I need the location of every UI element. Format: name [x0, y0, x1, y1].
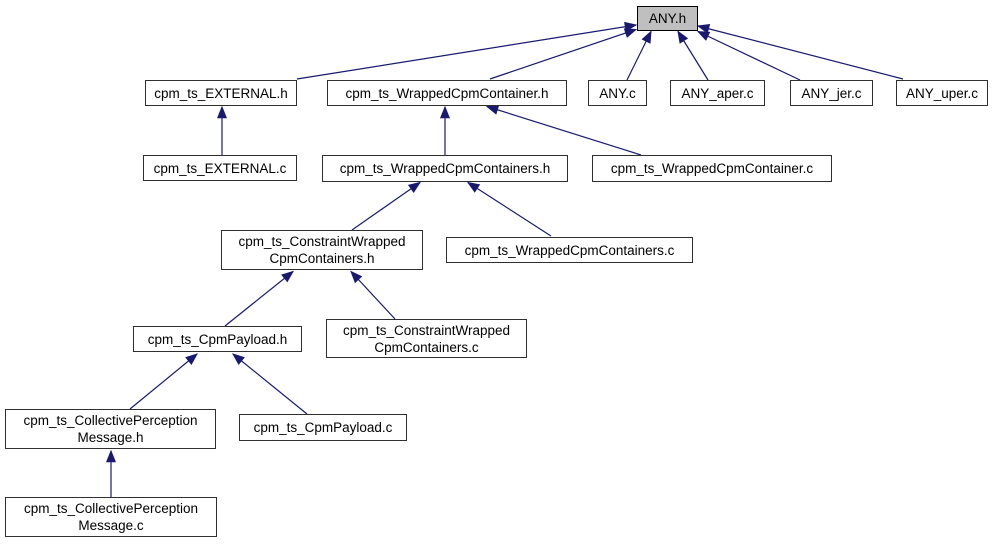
node-cpm-ts-external-c[interactable]: cpm_ts_EXTERNAL.c	[143, 155, 297, 181]
node-any-uper-c[interactable]: ANY_uper.c	[896, 80, 988, 106]
edge-cpm-ts-wrappedcpmcontainer-h-to-any-h	[489, 28, 638, 80]
node-cpm-ts-constraintwrappedcpmcontainers-c[interactable]: cpm_ts_ConstraintWrapped CpmContainers.c	[326, 319, 527, 358]
node-cpm-ts-wrappedcpmcontainer-c[interactable]: cpm_ts_WrappedCpmContainer.c	[592, 155, 832, 182]
edge-cpm-ts-external-h-to-any-h	[296, 21, 638, 80]
node-cpm-ts-constraintwrappedcpmcontainers-h[interactable]: cpm_ts_ConstraintWrapped CpmContainers.h	[221, 230, 423, 270]
node-cpm-ts-wrappedcpmcontainers-h[interactable]: cpm_ts_WrappedCpmContainers.h	[322, 155, 568, 182]
edge-any-uper-c-to-any-h	[696, 23, 904, 80]
edge-cpm-ts-constraintwrappedcpmcontainers-c-to-cpm-ts-constraintwrappedcpmcontainers-h	[350, 270, 396, 320]
node-cpm-ts-external-h[interactable]: cpm_ts_EXTERNAL.h	[145, 80, 297, 106]
node-any-aper-c[interactable]: ANY_aper.c	[670, 80, 765, 106]
node-any-h: ANY.h	[637, 6, 698, 31]
edge-cpm-ts-wrappedcpmcontainer-c-to-cpm-ts-wrappedcpmcontainer-h	[485, 105, 642, 156]
edge-cpm-ts-cpmpayload-h-to-cpm-ts-constraintwrappedcpmcontainers-h	[224, 270, 294, 327]
edge-any-aper-c-to-any-h	[677, 30, 709, 81]
node-cpm-ts-cpmpayload-h[interactable]: cpm_ts_CpmPayload.h	[133, 326, 302, 352]
node-cpm-ts-wrappedcpmcontainers-c[interactable]: cpm_ts_WrappedCpmContainers.c	[446, 237, 693, 263]
node-cpm-ts-wrappedcpmcontainer-h[interactable]: cpm_ts_WrappedCpmContainer.h	[327, 80, 567, 106]
node-any-jer-c[interactable]: ANY_jer.c	[790, 80, 873, 106]
edge-cpm-ts-constraintwrappedcpmcontainers-h-to-cpm-ts-wrappedcpmcontainers-h	[351, 181, 422, 231]
node-cpm-ts-cpmpayload-c[interactable]: cpm_ts_CpmPayload.c	[239, 414, 407, 441]
edge-any-jer-c-to-any-h	[696, 30, 801, 81]
node-cpm-ts-collectiveperceptionmessage-h[interactable]: cpm_ts_CollectivePerception Message.h	[5, 409, 216, 449]
node-cpm-ts-collectiveperceptionmessage-c[interactable]: cpm_ts_CollectivePerception Message.c	[5, 497, 217, 537]
edge-cpm-ts-wrappedcpmcontainers-c-to-cpm-ts-wrappedcpmcontainers-h	[466, 181, 552, 237]
node-any-c[interactable]: ANY.c	[588, 80, 647, 106]
edge-any-c-to-any-h	[626, 30, 652, 81]
edge-cpm-ts-collectiveperceptionmessage-h-to-cpm-ts-cpmpayload-h	[129, 353, 198, 410]
edge-cpm-ts-cpmpayload-c-to-cpm-ts-cpmpayload-h	[232, 353, 308, 415]
